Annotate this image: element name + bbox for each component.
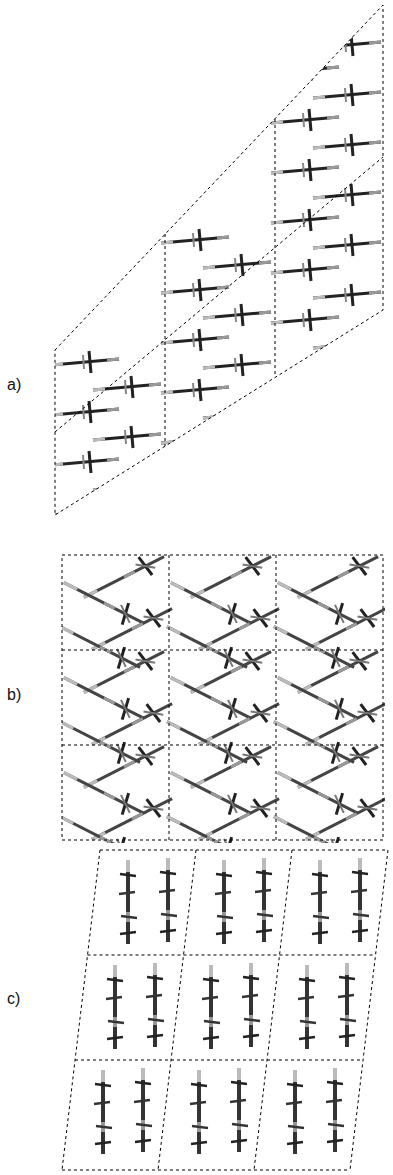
panel-label: a) xyxy=(6,376,22,394)
panel-label: c) xyxy=(6,990,21,1008)
panel-label: b) xyxy=(6,686,22,704)
